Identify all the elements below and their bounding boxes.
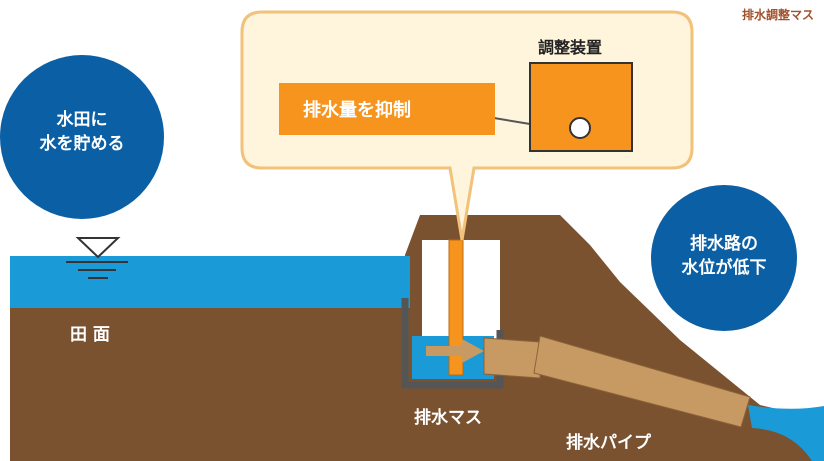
field-water <box>10 256 410 308</box>
diagram-title: 排水調整マス <box>741 8 814 22</box>
flow-arrow-head <box>462 339 484 363</box>
callout-connector <box>493 117 531 125</box>
callout-label: 排水量を抑制 <box>279 83 495 135</box>
right-circle-line1: 排水路の <box>690 234 758 254</box>
drain-pipe-short <box>483 337 541 379</box>
right-info-circle <box>651 185 797 331</box>
left-circle-line2: 水を貯める <box>39 134 125 154</box>
drain-box-label: 排水マス <box>414 408 482 428</box>
field-surface-label: 田 面 <box>70 325 110 345</box>
adjuster-rod <box>448 239 464 376</box>
drain-pipe-label: 排水パイプ <box>566 433 651 453</box>
left-circle-line1: 水田に <box>56 110 108 130</box>
drain-pipe-long <box>533 335 751 428</box>
water-level-triangle-icon <box>75 237 121 259</box>
device-title: 調整装置 <box>538 38 603 57</box>
left-info-circle <box>0 55 164 219</box>
right-circle-text: 排水路の 水位が低下 <box>656 232 792 280</box>
flow-arrow-shaft <box>426 346 466 356</box>
outflow-water <box>748 405 824 461</box>
right-circle-line2: 水位が低下 <box>681 258 767 278</box>
left-circle-text: 水田に 水を貯める <box>12 108 152 156</box>
adjuster-orifice <box>569 117 591 139</box>
